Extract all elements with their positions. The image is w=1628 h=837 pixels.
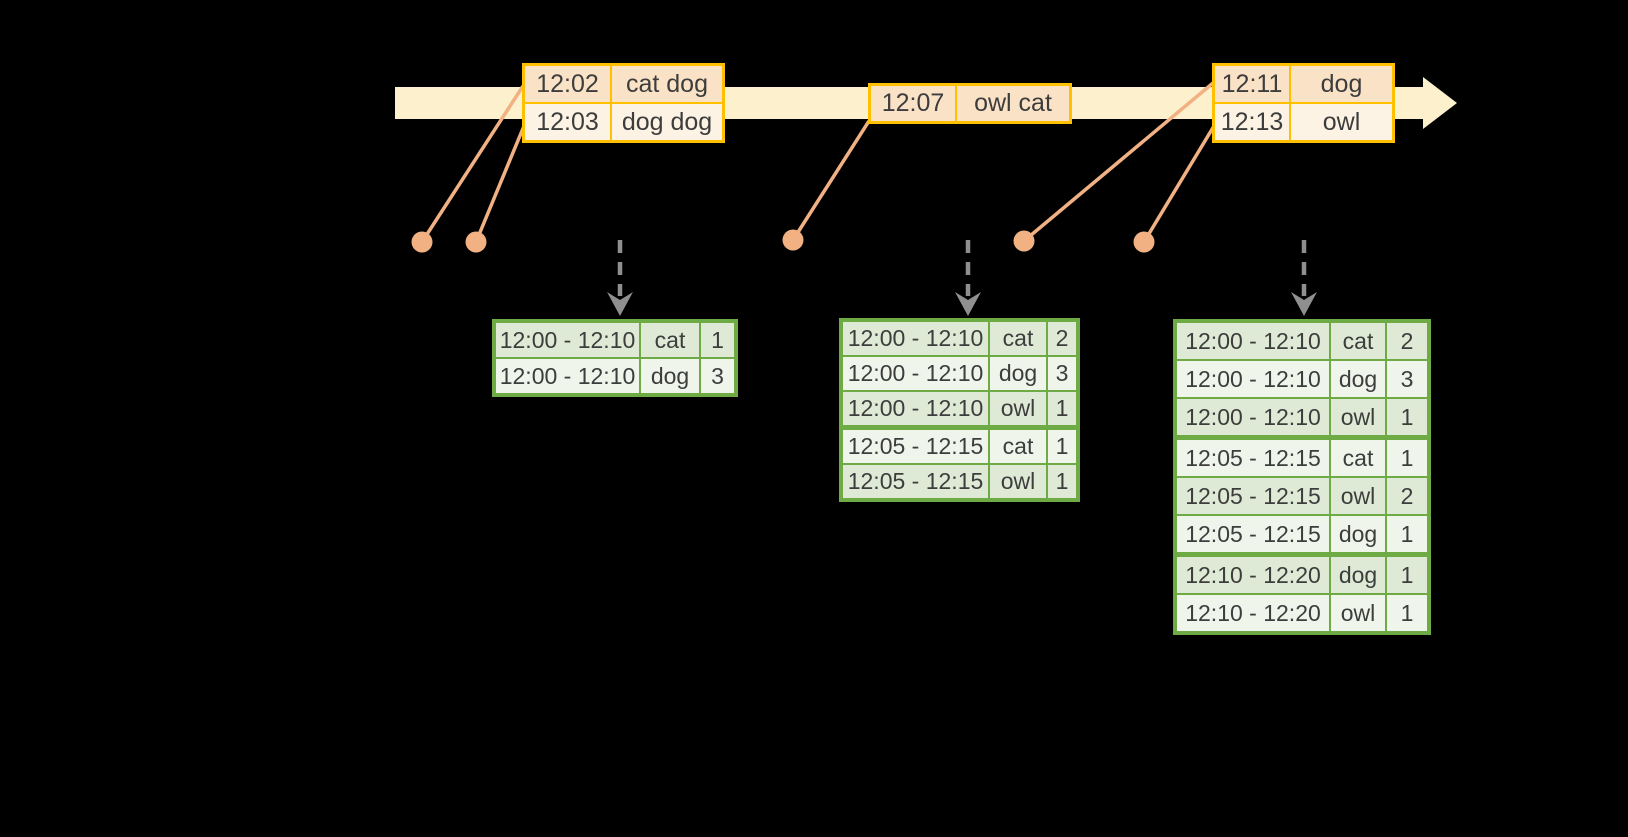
result-row-count-cell: 2 [1387, 478, 1427, 514]
result-row-window-cell: 12:05 - 12:15 [1177, 440, 1329, 476]
result-row-window-cell: 12:05 - 12:15 [1177, 478, 1329, 514]
result-row-count-cell: 3 [701, 359, 734, 393]
result-row-word-cell: dog [641, 359, 699, 393]
event-row-time-cell: 12:03 [525, 104, 610, 140]
result-row-word-cell: dog [1331, 516, 1385, 552]
connector-line [474, 125, 526, 243]
event-connectors [420, 81, 1216, 243]
result-row-count-cell: 1 [1387, 440, 1427, 476]
result-row-word-cell: cat [1331, 323, 1385, 359]
connector-line [1142, 125, 1216, 243]
result-row-count-cell: 3 [1048, 357, 1076, 390]
event-dot [1133, 231, 1155, 253]
result-row-window-cell: 12:05 - 12:15 [843, 465, 988, 498]
result-row-window-cell: 12:10 - 12:20 [1177, 595, 1329, 631]
result-row-word-cell: owl [990, 465, 1046, 498]
result-row-count-cell: 1 [1387, 595, 1427, 631]
event-row-time-cell: 12:02 [525, 66, 610, 102]
result-row-window-cell: 12:00 - 12:10 [1177, 399, 1329, 435]
timeline-arrowhead-icon [1423, 77, 1457, 129]
event-row-words-cell: dog [1291, 66, 1392, 102]
connector-line [791, 120, 871, 241]
event-row-words-cell: cat dog [612, 66, 722, 102]
result-row-count-cell: 1 [1387, 557, 1427, 593]
event-row-time-cell: 12:13 [1215, 104, 1289, 140]
event-dot [411, 231, 433, 253]
trigger-arrowhead-icon [955, 292, 981, 316]
event-dot [1013, 230, 1035, 252]
event-row-time-cell: 12:11 [1215, 66, 1289, 102]
result-row-word-cell: cat [1331, 440, 1385, 476]
result-row-word-cell: owl [990, 392, 1046, 425]
result-row-count-cell: 1 [701, 323, 734, 357]
result-row-word-cell: dog [1331, 557, 1385, 593]
connector-line [420, 85, 525, 243]
result-row-count-cell: 1 [1048, 430, 1076, 463]
result-row-word-cell: dog [1331, 361, 1385, 397]
event-dots [411, 229, 1155, 253]
result-row-window-cell: 12:00 - 12:10 [843, 322, 988, 355]
result-row-word-cell: dog [990, 357, 1046, 390]
result-row-word-cell: cat [990, 430, 1046, 463]
result-row-count-cell: 1 [1048, 465, 1076, 498]
result-row-word-cell: cat [990, 322, 1046, 355]
result-row-word-cell: owl [1331, 478, 1385, 514]
trigger-arrowhead-icon [607, 292, 633, 316]
trigger-arrowhead-icon [1291, 292, 1317, 316]
result-row-window-cell: 12:10 - 12:20 [1177, 557, 1329, 593]
result-row-window-cell: 12:00 - 12:10 [496, 359, 639, 393]
result-row-count-cell: 2 [1048, 322, 1076, 355]
result-row-count-cell: 1 [1387, 516, 1427, 552]
result-row-word-cell: owl [1331, 595, 1385, 631]
result-row-count-cell: 1 [1387, 399, 1427, 435]
event-dot [782, 229, 804, 251]
event-dot [465, 231, 487, 253]
result-row-window-cell: 12:00 - 12:10 [1177, 323, 1329, 359]
result-row-count-cell: 1 [1048, 392, 1076, 425]
result-row-window-cell: 12:00 - 12:10 [496, 323, 639, 357]
result-row-window-cell: 12:00 - 12:10 [843, 357, 988, 390]
result-row-word-cell: owl [1331, 399, 1385, 435]
connector-line [1022, 81, 1215, 243]
result-row-window-cell: 12:00 - 12:10 [1177, 361, 1329, 397]
result-row-window-cell: 12:05 - 12:15 [1177, 516, 1329, 552]
result-row-window-cell: 12:05 - 12:15 [843, 430, 988, 463]
result-row-count-cell: 3 [1387, 361, 1427, 397]
event-row-words-cell: owl cat [957, 86, 1069, 121]
event-row-words-cell: dog dog [612, 104, 722, 140]
result-row-count-cell: 2 [1387, 323, 1427, 359]
event-row-words-cell: owl [1291, 104, 1392, 140]
result-row-word-cell: cat [641, 323, 699, 357]
result-row-window-cell: 12:00 - 12:10 [843, 392, 988, 425]
event-row-time-cell: 12:07 [871, 86, 955, 121]
trigger-arrows [607, 240, 1317, 316]
